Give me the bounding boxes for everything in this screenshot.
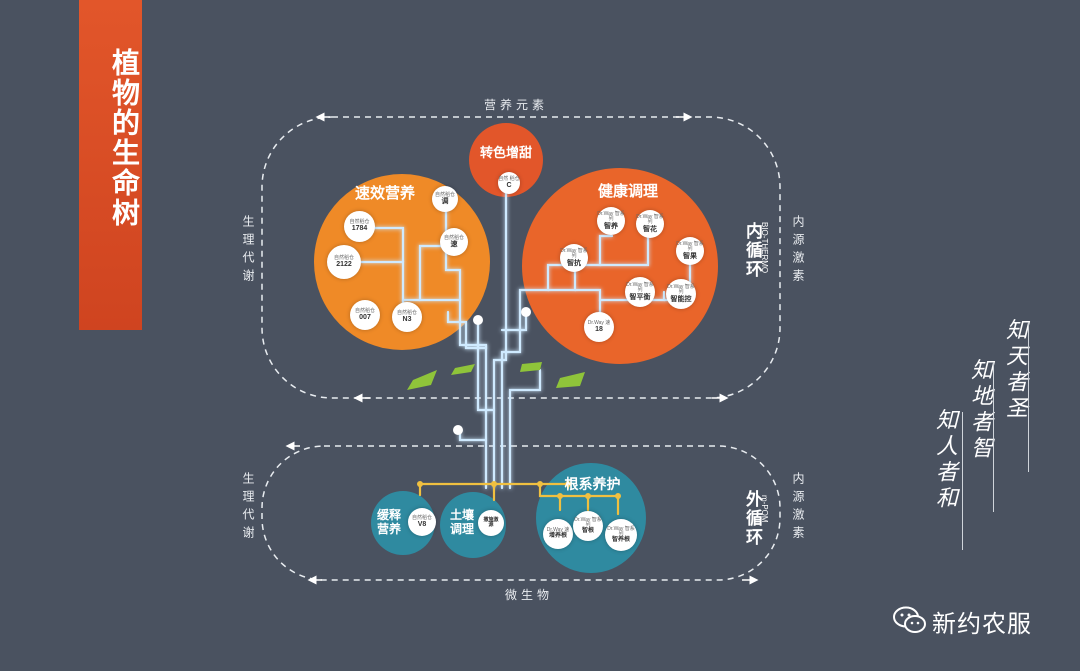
node-health-zhihua: Dr.Way 智系列智花 [636,210,664,238]
node-fast-su: 自然稻仓速 [440,228,468,256]
node-root-zhigen: Dr.Way 智系列智根 [573,511,603,541]
title-banner: 植物的生命树 [79,0,142,330]
node-health-zhinengkong: Dr.Way 智系列智能控 [666,279,696,309]
label-top: 营养元素 [484,98,549,112]
title-fast-nutrition: 速效营养 [354,185,415,202]
title-root: 根系养护 [564,476,621,492]
inner-cycle-loop [261,116,781,399]
node-fast-tiao: 自然稻仓调 [432,186,458,212]
outer-cycle-loop [261,445,781,581]
poem-line-3: 知人者和 [932,408,957,512]
title-slow-release: 缓释营养 [376,508,401,536]
leaves [407,362,585,390]
title-health: 健康调理 [597,183,658,200]
label-left-upper: 生理代谢 [241,215,255,287]
node-root-zhiyanggen: Dr.Way 智系列智养根 [605,519,637,551]
poem-divider-1 [1028,322,1029,472]
page-title: 植物的生命树 [109,48,140,228]
label-left-lower: 生理代谢 [241,472,255,544]
poem-line-2: 知地者智 [967,358,992,462]
node-health-zhiyang: Dr.Way 智系列智养 [597,207,625,235]
poem-divider-2 [993,362,994,512]
brand-name: 新约农服 [932,611,1032,638]
node-soil: 撒施激源 [478,510,504,536]
inner-cycle-title: 内循环 [743,222,762,279]
wechat-icon [893,606,926,633]
circle-soil [440,492,506,558]
title-sugar: 转色增甜 [479,145,532,160]
circle-slow-release [371,491,435,555]
label-right-upper: 内源激素 [791,215,805,287]
node-health-zhiguo: Dr.Way 智系列智果 [676,237,704,265]
poem-line-1: 知天者圣 [1002,318,1027,422]
node-health-zhikang: Dr.Way 智系列智抗 [560,244,588,272]
circle-sugar [469,123,543,197]
node-health-zhipingheng: Dr.Way 智系列智平衡 [625,277,655,307]
title-soil: 土壤调理 [449,508,474,536]
label-bottom: 微生物 [505,588,554,602]
poem-divider-3 [962,412,963,550]
node-root-zengyanggen: Dr.Way 速增养根 [543,519,573,549]
outer-cycle-sub: m-POM [760,495,769,523]
label-right-lower: 内源激素 [791,472,805,544]
outer-cycle-title: 外循环 [743,490,762,547]
inner-cycle-sub: BIO-THERMO [760,222,769,274]
